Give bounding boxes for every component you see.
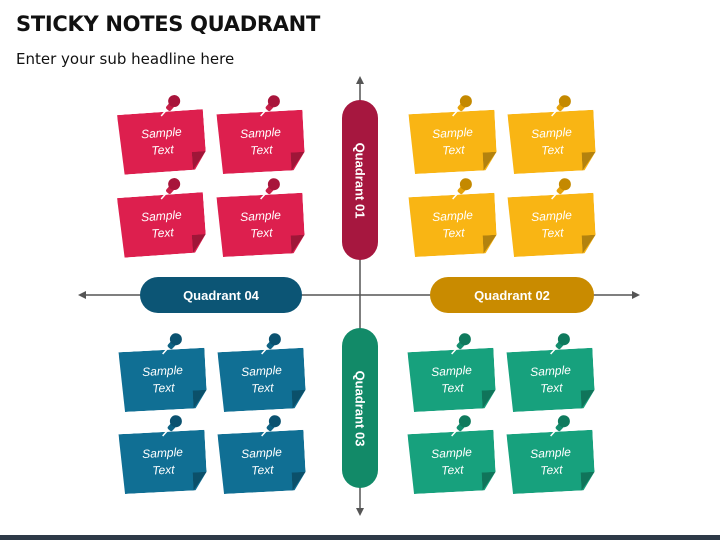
note-text: Sample Text (140, 207, 183, 241)
note-text: Sample Text (141, 362, 184, 396)
sticky-note: Sample Text (407, 333, 496, 412)
pushpin-icon (451, 333, 471, 355)
note-text: Sample Text (529, 444, 572, 478)
pushpin-icon (550, 415, 570, 437)
pushpin-icon (551, 178, 571, 200)
quadrant-01-label: Quadrant 01 (342, 100, 378, 260)
sub-headline: Enter your sub headline here (16, 50, 235, 68)
page-title: STICKY NOTES QUADRANT (16, 12, 320, 36)
quadrant-03-label: Quadrant 03 (342, 328, 378, 488)
note-text: Sample Text (240, 444, 283, 478)
sticky-note: Sample Text (117, 95, 207, 175)
quadrant-04-text: Quadrant 04 (183, 287, 259, 303)
sticky-note: Sample Text (408, 178, 497, 257)
quadrant-04-label: Quadrant 04 (140, 277, 302, 313)
pushpin-icon (160, 95, 181, 117)
sticky-note: Sample Text (118, 415, 207, 494)
pushpin-icon (162, 333, 182, 355)
sticky-note: Sample Text (407, 415, 496, 494)
note-text: Sample Text (239, 207, 282, 241)
axis-arrow-right-icon (632, 291, 640, 299)
quadrant-02-text: Quadrant 02 (474, 287, 550, 303)
note-text: Sample Text (431, 124, 474, 158)
pushpin-icon (160, 178, 181, 200)
pushpin-icon (162, 415, 182, 437)
note-text: Sample Text (430, 362, 473, 396)
note-text: Sample Text (430, 444, 473, 478)
note-text: Sample Text (141, 444, 184, 478)
pushpin-icon (260, 95, 280, 117)
axis-arrow-down-icon (356, 508, 364, 516)
pushpin-icon (451, 415, 471, 437)
quadrant-02-label: Quadrant 02 (430, 277, 594, 313)
pushpin-icon (260, 178, 280, 200)
pushpin-icon (551, 95, 571, 117)
note-text: Sample Text (140, 124, 183, 158)
axis-arrow-up-icon (356, 76, 364, 84)
note-text: Sample Text (431, 207, 474, 241)
note-text: Sample Text (530, 207, 573, 241)
pushpin-icon (452, 95, 472, 117)
sticky-note: Sample Text (216, 95, 305, 174)
quadrant-01-text: Quadrant 01 (352, 142, 368, 218)
pushpin-icon (452, 178, 472, 200)
sticky-note: Sample Text (217, 415, 306, 494)
pushpin-icon (261, 415, 281, 437)
sticky-note: Sample Text (217, 333, 306, 412)
axis-arrow-left-icon (78, 291, 86, 299)
sticky-note: Sample Text (507, 178, 596, 257)
pushpin-icon (261, 333, 281, 355)
note-text: Sample Text (530, 124, 573, 158)
sticky-note: Sample Text (507, 95, 596, 174)
sticky-note: Sample Text (216, 178, 305, 257)
quadrant-03-text: Quadrant 03 (352, 370, 368, 446)
sticky-note: Sample Text (506, 333, 595, 412)
note-text: Sample Text (529, 362, 572, 396)
sticky-note: Sample Text (506, 415, 595, 494)
footer-bar (0, 535, 720, 540)
sticky-note: Sample Text (118, 333, 207, 412)
note-text: Sample Text (239, 124, 282, 158)
pushpin-icon (550, 333, 570, 355)
note-text: Sample Text (240, 362, 283, 396)
sticky-note: Sample Text (117, 178, 207, 258)
sticky-note: Sample Text (408, 95, 497, 174)
